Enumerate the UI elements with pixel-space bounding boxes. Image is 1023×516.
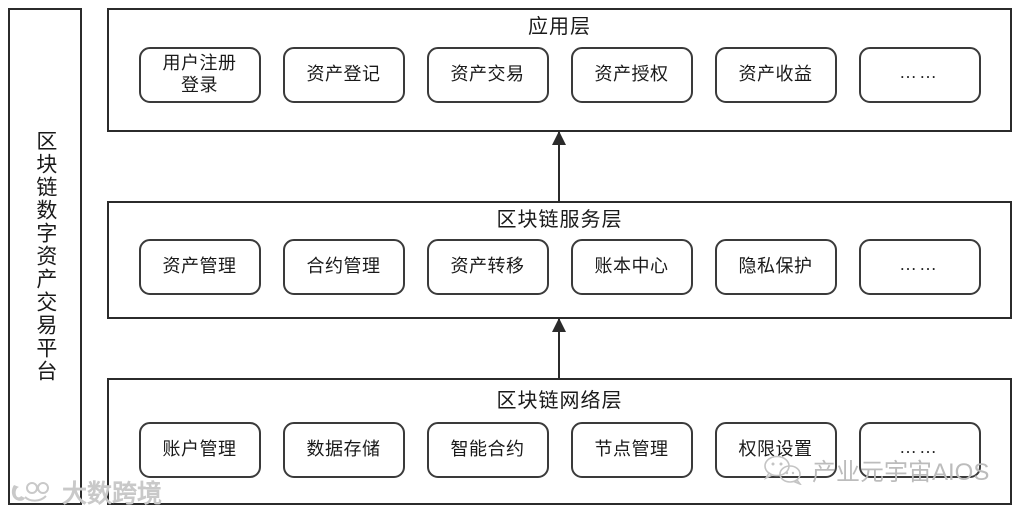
module-smart-contract[interactable]: 智能合约 bbox=[426, 422, 549, 478]
module-permission-settings[interactable]: 权限设置 bbox=[714, 422, 837, 478]
arrow-network-to-service-icon bbox=[552, 318, 566, 378]
module-asset-management[interactable]: 资产管理 bbox=[138, 239, 261, 295]
ellipsis-label: …… bbox=[899, 254, 940, 274]
module-user-registration-login[interactable]: 用户注册登录 bbox=[138, 47, 261, 103]
module-asset-trading[interactable]: 资产交易 bbox=[426, 47, 549, 103]
module-label: 账户管理 bbox=[162, 439, 237, 460]
layer-title-blockchain-service: 区块链服务层 bbox=[496, 209, 623, 231]
module-label: 资产交易 bbox=[450, 64, 525, 85]
module-label: 权限设置 bbox=[738, 439, 813, 460]
module-label: 资产转移 bbox=[450, 256, 525, 277]
module-account-management[interactable]: 账户管理 bbox=[138, 422, 261, 478]
module-row-service: 资产管理 合约管理 资产转移 账本中心 隐私保护 …… bbox=[109, 239, 1010, 295]
module-more-service[interactable]: …… bbox=[858, 239, 981, 295]
ellipsis-label: …… bbox=[899, 62, 940, 82]
module-more-application[interactable]: …… bbox=[858, 47, 981, 103]
module-asset-authorization[interactable]: 资产授权 bbox=[570, 47, 693, 103]
module-privacy-protection[interactable]: 隐私保护 bbox=[714, 239, 837, 295]
module-more-network[interactable]: …… bbox=[858, 422, 981, 478]
module-label: 资产登记 bbox=[306, 64, 381, 85]
module-row-application: 用户注册登录 资产登记 资产交易 资产授权 资产收益 …… bbox=[109, 47, 1010, 103]
layer-blockchain-network: 区块链网络层 账户管理 数据存储 智能合约 节点管理 权限设置 …… bbox=[107, 378, 1012, 505]
arrow-service-to-application-icon bbox=[552, 131, 566, 201]
module-label: 用户注册登录 bbox=[162, 53, 237, 95]
module-label: 资产管理 bbox=[162, 256, 237, 277]
layer-title-blockchain-network: 区块链网络层 bbox=[496, 390, 623, 412]
platform-label: 区块链数字资产交易平台 bbox=[33, 130, 58, 383]
module-asset-transfer[interactable]: 资产转移 bbox=[426, 239, 549, 295]
module-label: 合约管理 bbox=[306, 256, 381, 277]
module-ledger-center[interactable]: 账本中心 bbox=[570, 239, 693, 295]
module-node-management[interactable]: 节点管理 bbox=[570, 422, 693, 478]
module-row-network: 账户管理 数据存储 智能合约 节点管理 权限设置 …… bbox=[109, 422, 1010, 478]
module-asset-earnings[interactable]: 资产收益 bbox=[714, 47, 837, 103]
module-label: 资产授权 bbox=[594, 64, 669, 85]
module-label: 节点管理 bbox=[594, 439, 669, 460]
module-contract-management[interactable]: 合约管理 bbox=[282, 239, 405, 295]
module-label: 智能合约 bbox=[450, 439, 525, 460]
layer-blockchain-service: 区块链服务层 资产管理 合约管理 资产转移 账本中心 隐私保护 …… bbox=[107, 201, 1012, 319]
layer-application: 应用层 用户注册登录 资产登记 资产交易 资产授权 资产收益 …… bbox=[107, 8, 1012, 132]
platform-sidebar: 区块链数字资产交易平台 bbox=[8, 8, 82, 505]
module-data-storage[interactable]: 数据存储 bbox=[282, 422, 405, 478]
module-asset-registration[interactable]: 资产登记 bbox=[282, 47, 405, 103]
module-label: 数据存储 bbox=[306, 439, 381, 460]
module-label: 资产收益 bbox=[738, 64, 813, 85]
layer-title-application: 应用层 bbox=[528, 16, 591, 38]
module-label: 账本中心 bbox=[594, 256, 669, 277]
ellipsis-label: …… bbox=[899, 437, 940, 457]
module-label: 隐私保护 bbox=[738, 256, 813, 277]
